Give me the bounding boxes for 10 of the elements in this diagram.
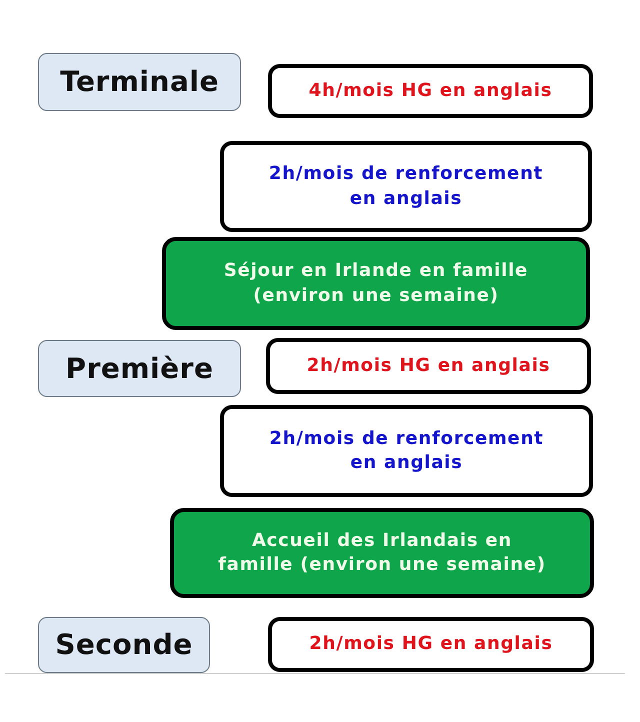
reinforcement-card: 2h/mois de renforcement en anglais	[220, 141, 592, 232]
hours-card: 4h/mois HG en anglais	[268, 64, 593, 118]
class-level-tag: Terminale	[38, 53, 241, 111]
exchange-card: Séjour en Irlande en famille (environ une semaine)	[162, 237, 590, 330]
exchange-card: Accueil des Irlandais en famille (environ une semaine)	[170, 508, 594, 598]
hours-card: 2h/mois HG en anglais	[266, 338, 591, 394]
hours-card: 2h/mois HG en anglais	[268, 617, 594, 672]
reinforcement-card: 2h/mois de renforcement en anglais	[220, 405, 593, 497]
class-level-tag: Seconde	[38, 617, 210, 673]
class-level-tag: Première	[38, 340, 241, 397]
